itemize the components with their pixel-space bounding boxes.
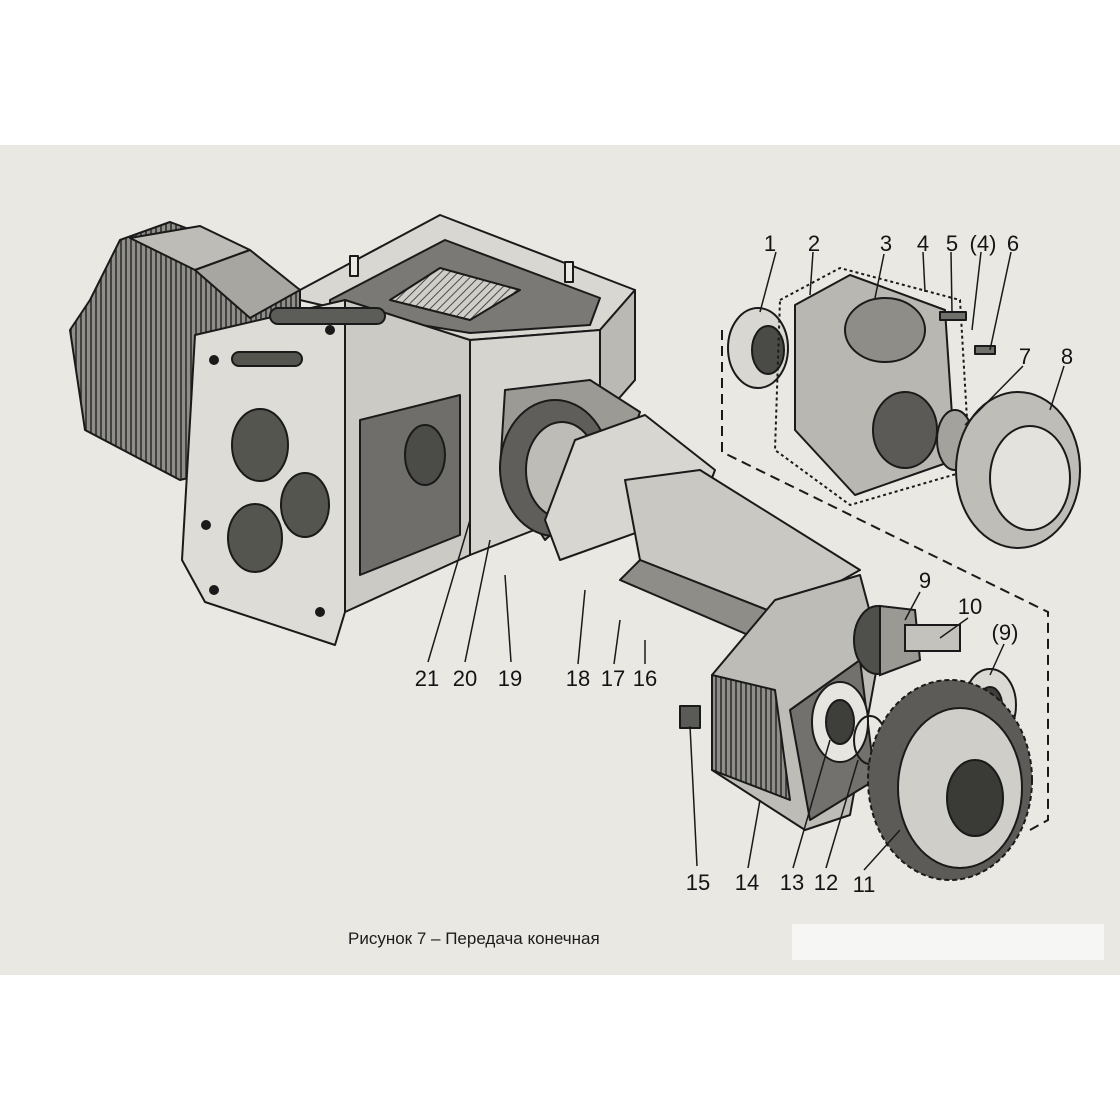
callout-3: 3 bbox=[880, 231, 892, 256]
callout-19: 19 bbox=[498, 666, 522, 691]
callout-12: 12 bbox=[814, 870, 838, 895]
figure-caption: Рисунок 7 – Передача конечная bbox=[348, 929, 600, 948]
callout-18: 18 bbox=[566, 666, 590, 691]
callout-10: 10 bbox=[958, 594, 982, 619]
axle-sleeve bbox=[499, 379, 861, 641]
callout-15: 15 bbox=[686, 870, 710, 895]
leader-lines bbox=[427, 251, 1065, 871]
callout-17: 17 bbox=[601, 666, 625, 691]
callout-14: 14 bbox=[735, 870, 759, 895]
callout-21: 21 bbox=[415, 666, 439, 691]
callout-8: 8 bbox=[1061, 344, 1073, 369]
callout-labels: 1 2 3 4 5 (4) 6 7 8 9 10 (9) 11 12 13 14… bbox=[415, 231, 1073, 897]
callout-4-repeat: (4) bbox=[970, 231, 997, 256]
callout-1: 1 bbox=[764, 231, 776, 256]
cover-group bbox=[727, 267, 1081, 549]
gearbox-housing bbox=[69, 214, 636, 646]
callout-5: 5 bbox=[946, 231, 958, 256]
callout-6: 6 bbox=[1007, 231, 1019, 256]
callout-4: 4 bbox=[917, 231, 929, 256]
callout-13: 13 bbox=[780, 870, 804, 895]
blank-label-area bbox=[792, 924, 1104, 960]
callout-20: 20 bbox=[453, 666, 477, 691]
callout-2: 2 bbox=[808, 231, 820, 256]
callout-9-repeat: (9) bbox=[992, 620, 1019, 645]
final-drive-case bbox=[679, 574, 887, 831]
callout-9: 9 bbox=[919, 568, 931, 593]
assembly-dashed-line bbox=[721, 330, 1049, 831]
callout-7: 7 bbox=[1019, 344, 1031, 369]
callout-11: 11 bbox=[853, 872, 876, 897]
callout-16: 16 bbox=[633, 666, 657, 691]
large-gear bbox=[867, 679, 1033, 881]
